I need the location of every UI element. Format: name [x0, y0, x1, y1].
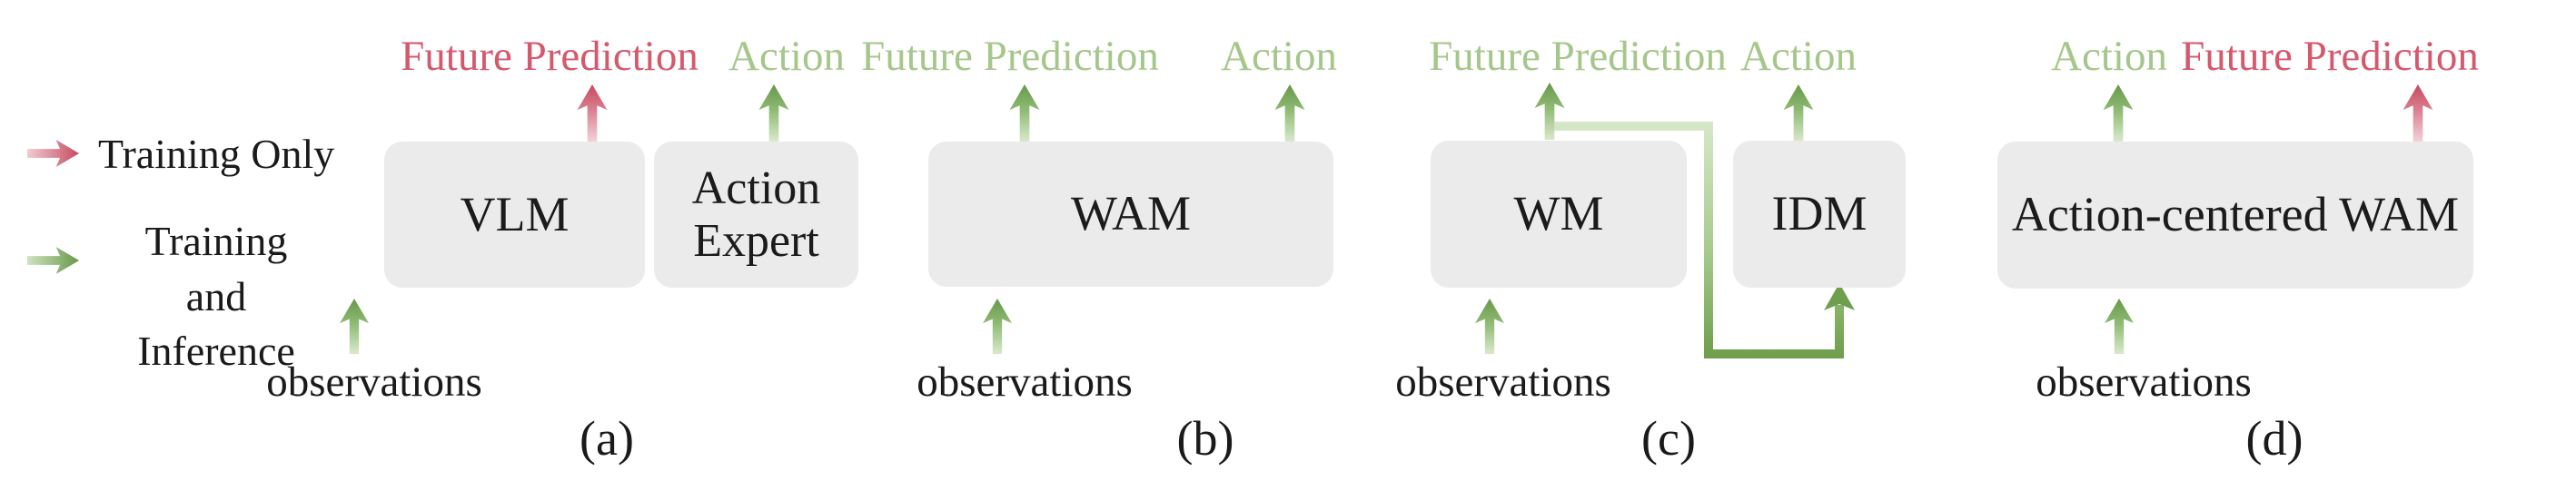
panel-d-observations-label: observations — [2036, 358, 2252, 406]
panel-a-caption: (a) — [580, 411, 634, 466]
panel-d-future-prediction-arrow-icon — [2403, 83, 2433, 142]
panel-c-future-prediction-arrow-icon — [1534, 82, 1565, 140]
panel-b-observations-arrow-icon — [983, 298, 1012, 354]
panel-a-future-prediction-arrow-icon — [577, 83, 608, 142]
panel-c-observations-label: observations — [1395, 358, 1611, 406]
panel-b-label-future-prediction: Future Prediction — [861, 33, 1159, 80]
panel-a-label-future-prediction: Future Prediction — [401, 33, 698, 80]
panel-c-idm-box: IDM — [1733, 141, 1906, 288]
panel-d-action-arrow-icon — [2103, 83, 2134, 142]
panel-b-label-action: Action — [1221, 33, 1337, 80]
panel-c-caption: (c) — [1641, 411, 1696, 466]
panel-c-observations-arrow-icon — [1475, 298, 1504, 354]
panel-a-action-arrow-icon — [758, 83, 789, 142]
panel-b-wam-box: WAM — [928, 142, 1333, 287]
training-only-arrow-icon — [27, 140, 80, 167]
panel-d-label-action: Action — [2051, 33, 2167, 80]
panel-c-label-action: Action — [1740, 33, 1857, 80]
panel-b-wam-box-label: WAM — [1071, 186, 1191, 241]
training-and-inference-arrow-icon — [27, 247, 80, 274]
panel-a-action-expert-box-label: Action Expert — [691, 162, 821, 267]
panel-d-caption: (d) — [2245, 411, 2304, 466]
panel-b-observations-label: observations — [916, 358, 1133, 406]
panel-b-caption: (b) — [1176, 411, 1234, 466]
panel-c-wm-box: WM — [1431, 141, 1687, 288]
panel-a-vlm-box-label: VLM — [460, 186, 570, 241]
legend-label-training-and-inference: Training and Inference — [137, 218, 295, 375]
panel-b-action-arrow-icon — [1274, 83, 1305, 142]
panel-d-action-centered-wam-box-label: Action-centered WAM — [2011, 187, 2460, 242]
panel-c-action-arrow-icon — [1783, 83, 1814, 142]
panel-a-label-action: Action — [728, 33, 845, 80]
panel-a-vlm-box: VLM — [384, 142, 645, 288]
panel-c-label-future-prediction: Future Prediction — [1429, 33, 1727, 80]
panel-a-observations-arrow-icon — [340, 298, 369, 354]
panel-c-idm-box-label: IDM — [1771, 186, 1868, 241]
legend-label-training-only: Training Only — [98, 131, 335, 177]
panel-d-label-future-prediction: Future Prediction — [2181, 33, 2479, 80]
panel-d-observations-arrow-icon — [2105, 298, 2134, 354]
legend: Training Only Training and Inference — [0, 0, 381, 374]
panel-b-future-prediction-arrow-icon — [1009, 83, 1040, 142]
panel-a-observations-label: observations — [266, 358, 482, 406]
panel-a-action-expert-box: Action Expert — [654, 142, 858, 288]
panel-c-wm-box-label: WM — [1513, 186, 1604, 241]
panel-d-action-centered-wam-box: Action-centered WAM — [1997, 142, 2473, 289]
